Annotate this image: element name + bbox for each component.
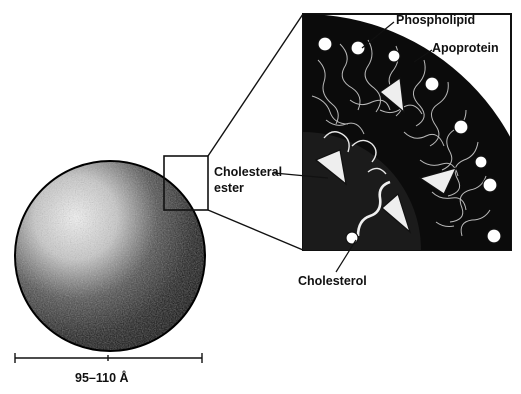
label-apoprotein: Apoprotein [432, 41, 499, 55]
diameter-scale-bar [15, 353, 202, 363]
label-cholesteral-ester-line1: Cholesteral [214, 165, 282, 179]
lipoprotein-sphere [15, 161, 205, 351]
label-cholesterol: Cholesterol [298, 274, 367, 288]
label-diameter: 95–110 Å [75, 370, 129, 385]
label-phospholipid: Phospholipid [396, 13, 475, 27]
label-cholesteral-ester-line2: ester [214, 181, 244, 195]
zoom-projection-lines [208, 14, 303, 250]
